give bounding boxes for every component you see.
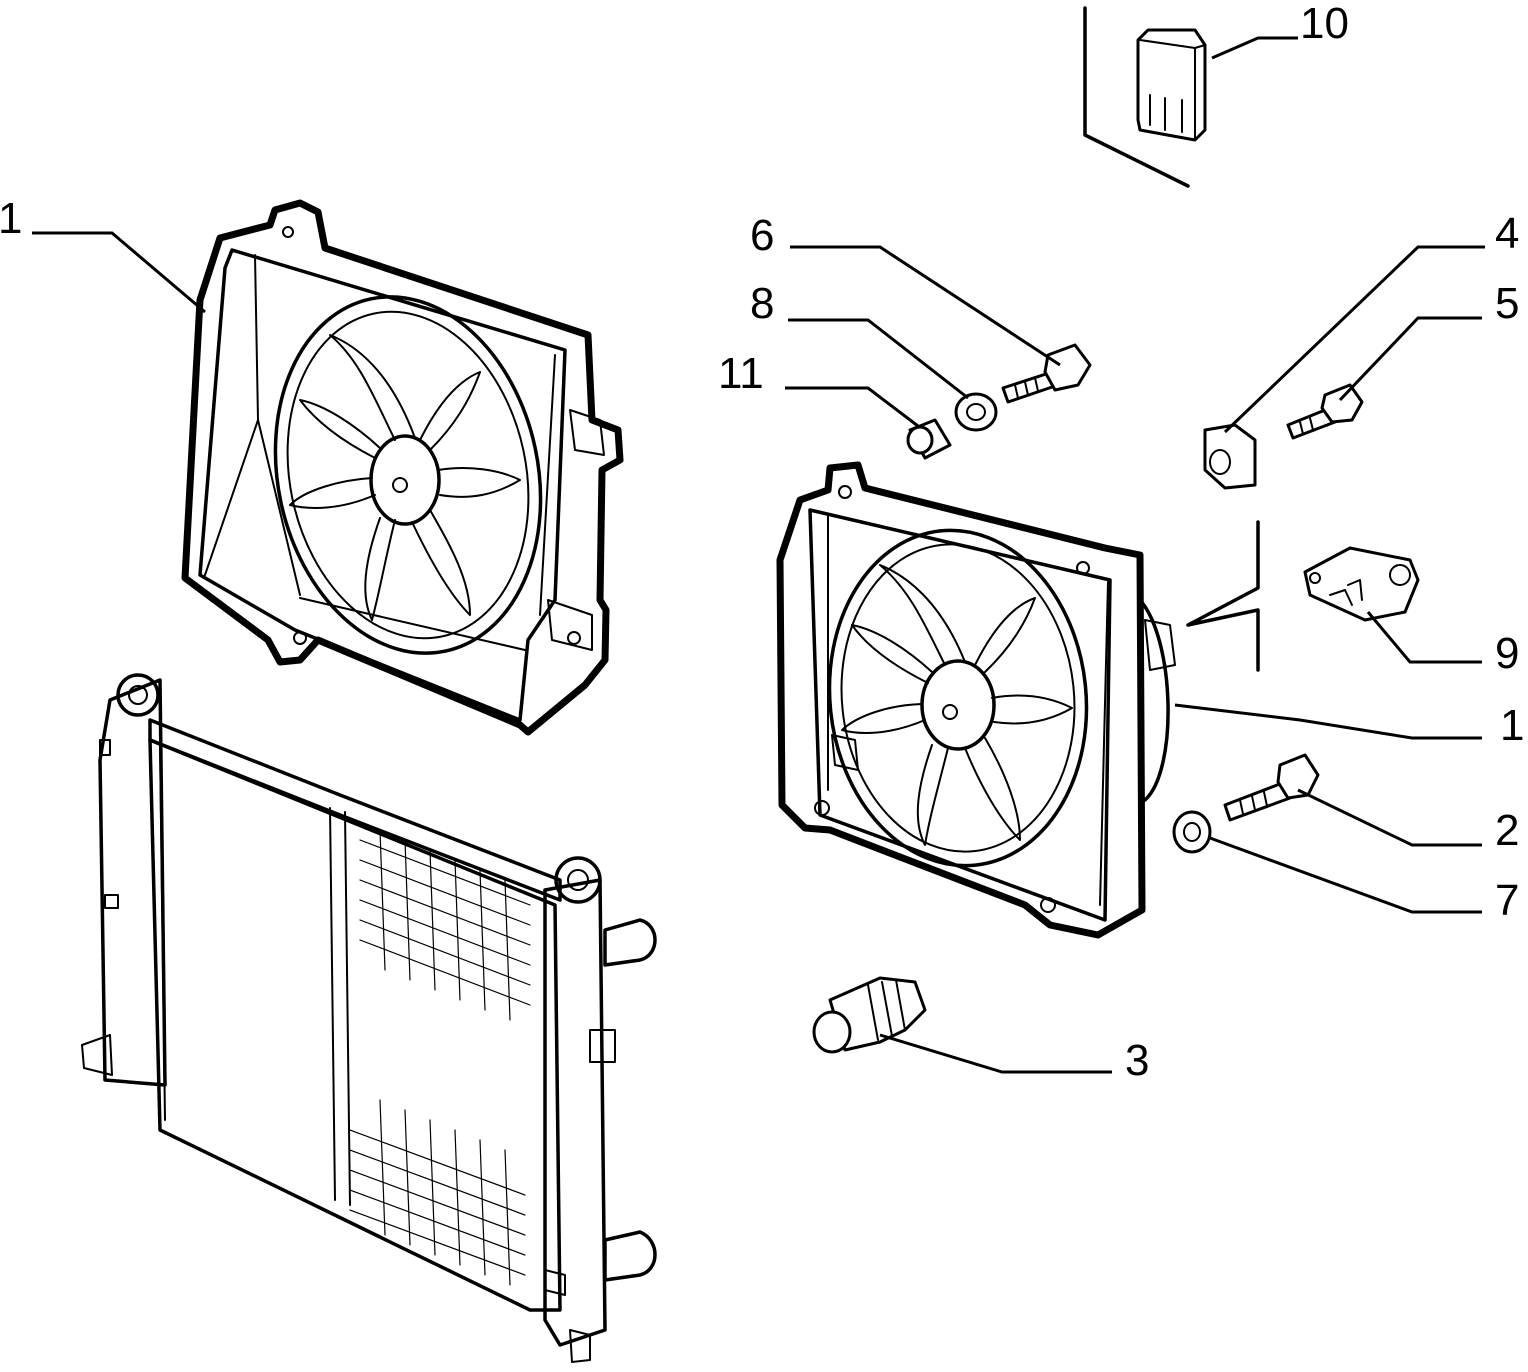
resistor-part-9 (1303, 546, 1420, 622)
screw-part-5 (1286, 383, 1364, 440)
radiator (81, 673, 657, 1363)
callout-resistor-9: 9 (1495, 629, 1519, 678)
callout-labels: 1 10 6 8 11 4 5 9 1 2 7 3 (0, 0, 1524, 1085)
leader-lines (32, 36, 1485, 1074)
screw-part-2 (1223, 753, 1320, 822)
thermo-switch-part-3 (812, 976, 927, 1054)
spacer-part-11 (906, 418, 952, 460)
screw-part-6 (1001, 343, 1092, 404)
callout-screw-2: 2 (1495, 806, 1519, 855)
callout-nut-4: 4 (1495, 209, 1519, 258)
callout-fan-left: 1 (0, 194, 22, 243)
clip-nut-part-4 (1203, 423, 1257, 490)
washer-part-8 (954, 392, 998, 432)
callout-screw-6: 6 (750, 211, 774, 260)
fan-assembly-left (181, 199, 624, 736)
washer-part-7 (1172, 810, 1212, 854)
relay-part-10 (1083, 6, 1207, 188)
indicator-bracket (1186, 520, 1260, 672)
callout-fan-right: 1 (1500, 701, 1524, 750)
callout-relay-10: 10 (1300, 0, 1349, 48)
callout-spacer-11: 11 (718, 349, 764, 398)
callout-washer-8: 8 (750, 279, 774, 328)
callout-switch-3: 3 (1125, 1036, 1149, 1085)
callout-washer-7: 7 (1495, 876, 1519, 925)
fan-assembly-right (776, 461, 1176, 939)
callout-screw-5: 5 (1495, 279, 1519, 328)
